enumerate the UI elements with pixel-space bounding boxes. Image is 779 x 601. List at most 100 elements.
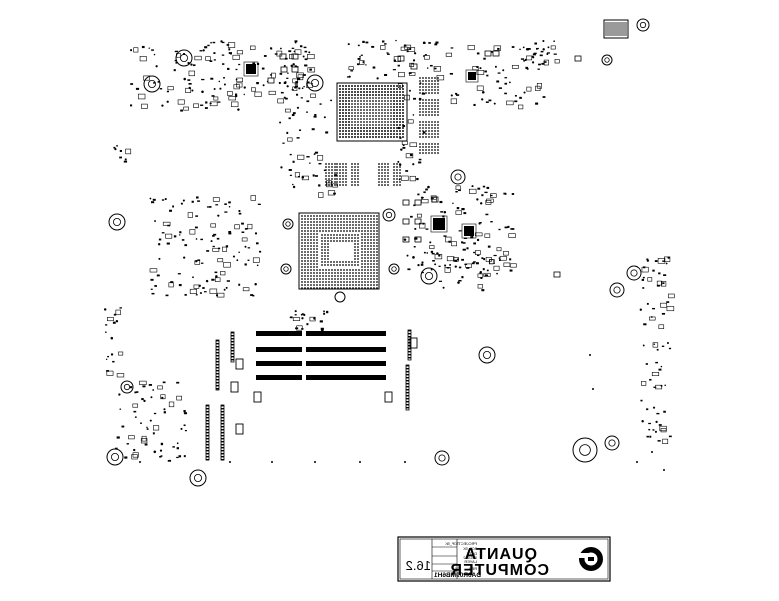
bga-ball <box>319 215 321 217</box>
smd-part <box>174 50 179 53</box>
bga-ball <box>316 269 318 271</box>
via <box>359 55 361 58</box>
bga-ball <box>434 143 436 145</box>
bga-ball <box>339 94 341 96</box>
smd-outline <box>241 237 248 242</box>
smd-part <box>429 64 433 67</box>
bga-ball <box>387 172 389 174</box>
header-pin <box>221 453 224 455</box>
bga-ball <box>425 127 427 129</box>
bga-ball <box>428 111 430 113</box>
bga-ball <box>307 266 309 268</box>
via <box>412 59 416 62</box>
smd-part <box>362 61 365 64</box>
bga-ball <box>428 124 430 126</box>
bga-ball <box>361 284 363 286</box>
bga-ball <box>370 269 372 271</box>
bga-ball <box>304 263 306 265</box>
bga-ball <box>316 230 318 232</box>
bga-ball <box>396 91 398 93</box>
smd-outline <box>210 223 216 228</box>
bga-ball <box>355 278 357 280</box>
bga-ball <box>431 108 433 110</box>
via <box>443 211 447 214</box>
smd-part <box>418 97 422 100</box>
bga-ball <box>313 215 315 217</box>
smd-part <box>312 174 315 177</box>
bga-ball <box>428 80 430 82</box>
smd-outline <box>189 288 197 294</box>
header-pin <box>206 444 209 446</box>
smd-part <box>386 52 389 54</box>
via <box>210 240 213 243</box>
bga-ball <box>363 88 365 90</box>
passive-box <box>291 66 299 73</box>
smd-part <box>381 40 385 43</box>
bga-ball <box>434 102 436 104</box>
bga-ball <box>351 264 353 266</box>
bga-ball <box>342 130 344 132</box>
bga-ball <box>366 91 368 93</box>
bga-ball <box>366 97 368 99</box>
bga-ball <box>342 118 344 120</box>
smd-outline <box>132 452 139 458</box>
smd-part <box>534 42 538 45</box>
bga-ball <box>355 215 357 217</box>
bga-package <box>419 143 439 154</box>
test-point <box>359 461 361 463</box>
bga-ball <box>301 281 303 283</box>
bga-ball <box>387 169 389 171</box>
smd-outline <box>307 54 315 60</box>
dimm-key <box>302 360 306 367</box>
bga-package <box>419 121 439 138</box>
bga-ball <box>434 149 436 151</box>
bga-ball <box>369 118 371 120</box>
smd-part <box>490 221 493 223</box>
bga-ball <box>337 287 339 289</box>
smd-part <box>413 204 416 207</box>
bga-ball <box>393 163 395 165</box>
bga-ball <box>373 242 375 244</box>
bga-ball <box>343 278 345 280</box>
test-point <box>229 461 231 463</box>
bga-ball <box>378 166 380 168</box>
bga-ball <box>364 236 366 238</box>
smd-outline <box>429 245 435 249</box>
mounting-hole-inner <box>579 444 591 456</box>
via <box>154 220 157 222</box>
bga-ball <box>342 85 344 87</box>
smd-outline <box>668 293 675 299</box>
bga-ball <box>419 92 421 94</box>
bga-ball <box>343 218 345 220</box>
bga-ball <box>378 136 380 138</box>
bga-ball <box>304 278 306 280</box>
bga-ball <box>352 215 354 217</box>
bga-ball <box>324 249 326 251</box>
bga-ball <box>339 121 341 123</box>
smd-part <box>553 53 557 55</box>
passive-box <box>410 63 418 70</box>
bga-ball <box>325 284 327 286</box>
bga-ball <box>358 227 360 229</box>
bga-ball <box>340 284 342 286</box>
bga-ball <box>402 121 404 123</box>
bga-ball <box>363 127 365 129</box>
bga-ball <box>354 246 356 248</box>
header-pin <box>206 423 209 425</box>
bga-ball <box>364 215 366 217</box>
bga-ball <box>336 261 338 263</box>
bga-ball <box>345 91 347 93</box>
bga-ball <box>352 281 354 283</box>
bga-ball <box>313 224 315 226</box>
bga-ball <box>310 260 312 262</box>
smd-part <box>314 114 317 116</box>
header-pin <box>231 341 234 343</box>
bga-ball <box>342 136 344 138</box>
smd-part <box>311 128 315 131</box>
bga-ball <box>343 275 345 277</box>
bga-ball <box>431 92 433 94</box>
bga-ball <box>342 88 344 90</box>
smd-part <box>483 57 486 60</box>
bga-ball <box>301 278 303 280</box>
smd-part <box>656 285 660 287</box>
